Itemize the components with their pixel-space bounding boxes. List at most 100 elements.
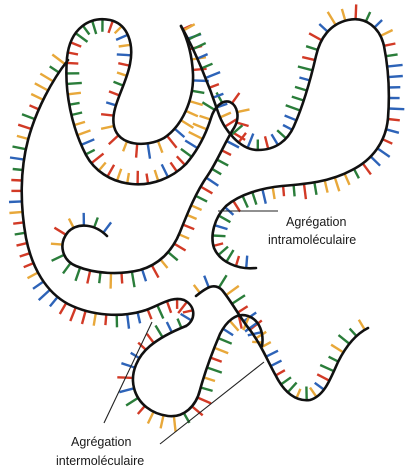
base-tick	[97, 161, 107, 172]
base-tick	[186, 213, 198, 221]
base-tick	[226, 139, 240, 149]
base-tick	[145, 333, 155, 344]
base-tick	[150, 264, 160, 279]
base-tick	[218, 214, 231, 224]
base-tick	[145, 173, 150, 184]
base-tick	[177, 301, 188, 314]
base-tick	[301, 55, 316, 62]
leader-line-intermolecular-left	[103, 321, 153, 424]
base-tick	[185, 109, 199, 118]
base-tick	[294, 85, 308, 92]
base-tick	[66, 61, 79, 65]
base-tick	[245, 255, 249, 269]
base-tick	[224, 118, 238, 128]
base-tick	[232, 200, 242, 213]
base-tick	[184, 139, 199, 150]
base-tick	[302, 183, 308, 200]
base-tick	[251, 191, 258, 205]
base-tick	[275, 369, 286, 377]
base-tick	[136, 312, 142, 324]
base-tick	[176, 318, 183, 329]
base-tick	[231, 294, 246, 305]
base-tick	[67, 91, 82, 96]
base-tick	[100, 124, 115, 130]
base-tick	[357, 319, 366, 331]
base-tick	[247, 331, 262, 337]
base-tick	[116, 53, 132, 57]
base-tick	[53, 226, 67, 236]
base-tick	[386, 63, 403, 68]
base-tick	[70, 41, 82, 48]
base-tick	[319, 363, 335, 373]
base-tick	[216, 158, 229, 167]
base-tick	[211, 167, 222, 176]
base-tick	[50, 242, 63, 246]
base-tick	[23, 261, 34, 269]
base-tick	[263, 136, 270, 150]
base-tick	[125, 396, 139, 407]
base-tick	[100, 113, 114, 117]
base-tick	[203, 275, 210, 288]
base-tick	[285, 104, 301, 112]
base-tick	[236, 108, 250, 114]
base-tick	[388, 107, 405, 111]
base-tick	[231, 92, 241, 104]
base-tick	[192, 284, 201, 294]
base-tick	[120, 272, 124, 284]
base-tick	[203, 376, 216, 383]
base-tick	[86, 270, 92, 284]
base-tick	[217, 245, 229, 256]
base-tick	[69, 101, 80, 106]
base-tick	[337, 334, 351, 345]
base-tick	[328, 355, 339, 363]
base-tick	[228, 319, 240, 332]
base-tick	[11, 178, 23, 182]
base-tick	[67, 218, 75, 229]
base-tick	[91, 20, 98, 35]
base-tick	[199, 114, 211, 121]
base-tick	[130, 271, 136, 288]
base-tick	[108, 90, 120, 97]
base-tick	[12, 145, 27, 151]
label-intramolecular-line1: Agrégation	[286, 215, 347, 229]
base-tick	[201, 62, 213, 70]
base-tick	[107, 134, 120, 146]
base-tick	[136, 405, 146, 415]
base-tick	[80, 138, 95, 147]
base-tick	[313, 182, 318, 196]
base-tick	[213, 346, 229, 355]
base-tick	[115, 168, 123, 182]
base-tick	[182, 223, 195, 231]
base-tick	[173, 242, 187, 252]
base-tick	[165, 300, 173, 314]
base-tick	[265, 349, 279, 358]
base-tick	[34, 82, 49, 92]
base-tick	[191, 405, 204, 417]
base-tick	[169, 161, 178, 173]
base-tick	[244, 321, 259, 333]
base-tick	[237, 132, 247, 144]
base-tick	[214, 224, 228, 231]
base-tick	[270, 359, 283, 368]
base-tick	[116, 71, 128, 77]
base-tick	[17, 123, 32, 131]
base-tick	[81, 24, 91, 36]
base-tick	[280, 376, 292, 386]
base-tick	[195, 194, 208, 203]
label-intermolecular-line2: intermoléculaire	[56, 454, 144, 468]
base-tick	[106, 164, 116, 178]
base-tick	[364, 11, 372, 23]
base-tick	[30, 92, 44, 101]
base-tick	[134, 143, 139, 158]
base-tick	[196, 396, 212, 405]
base-tick	[102, 221, 113, 234]
rna-strand-1	[61, 17, 239, 275]
base-tick	[92, 312, 97, 326]
base-tick	[118, 387, 135, 394]
base-tick	[192, 42, 207, 51]
base-tick	[348, 327, 358, 337]
base-tick	[208, 82, 220, 89]
base-tick	[74, 32, 89, 43]
base-tick	[73, 120, 86, 127]
